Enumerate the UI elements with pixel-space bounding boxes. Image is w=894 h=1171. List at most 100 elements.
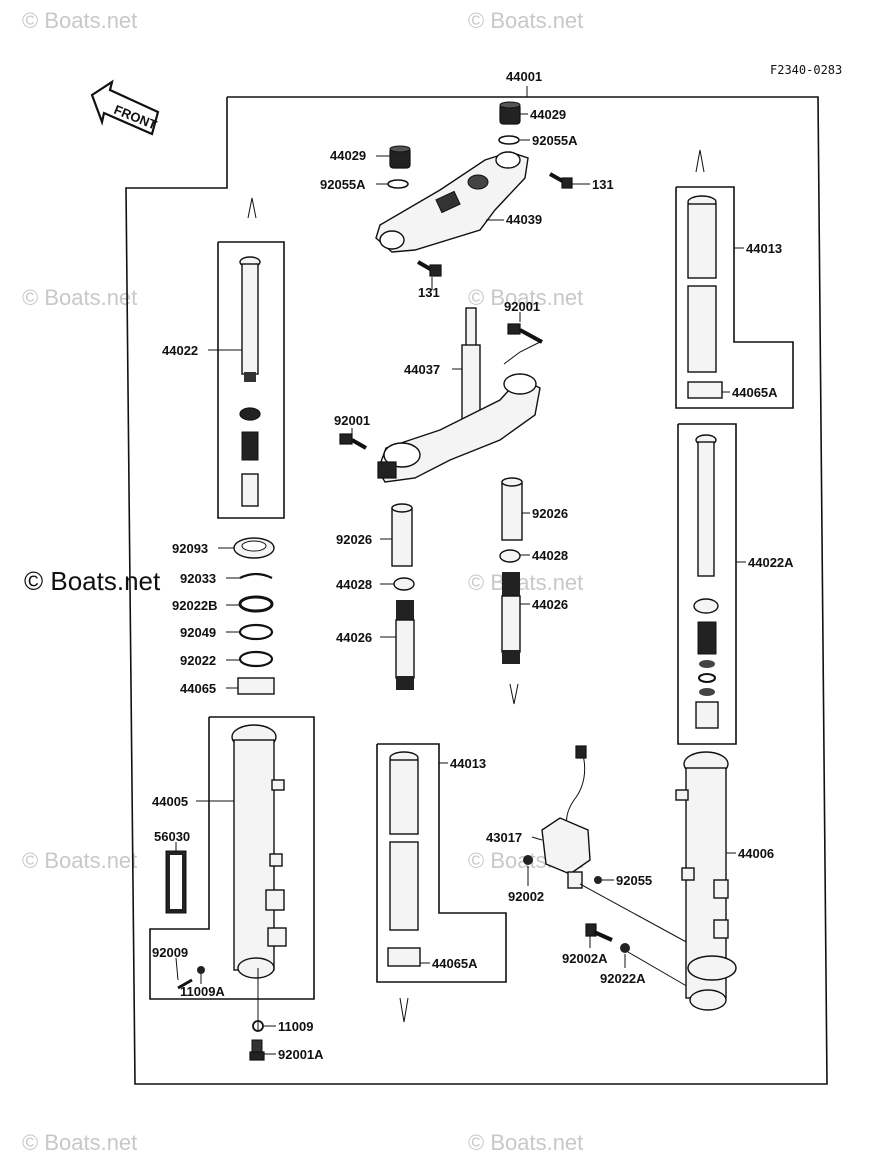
outer-tube-44005: [231, 724, 287, 979]
arrow-icon: [399, 997, 409, 1023]
label-92001-upper: 92001: [504, 299, 540, 314]
bolt-leader-92002a: [627, 951, 691, 989]
bolt-cap-44029-top: [499, 101, 521, 125]
label-92002a: 92002A: [562, 951, 608, 966]
bolt-92001-upper: [507, 323, 543, 344]
label-44006: 44006: [738, 846, 774, 861]
watermark-text: © Boats.net: [468, 285, 583, 310]
group-box-44005: [149, 716, 315, 1000]
front-arrow-icon: FRONT: [90, 79, 160, 136]
damper-unit-43017: [541, 745, 591, 889]
group-box-44022a: [677, 423, 737, 745]
label-44037: 44037: [404, 362, 440, 377]
arrow-icon: [509, 683, 519, 705]
o-ring-92055a-top: [498, 135, 520, 145]
label-56030: 56030: [154, 829, 190, 844]
watermark-text: © Boats.net: [468, 1130, 583, 1155]
label-44013-bottom: 44013: [450, 756, 486, 771]
steering-stem: [377, 307, 541, 483]
group-box-44022: [217, 241, 285, 519]
group-box-44013-top: [675, 186, 794, 409]
arrow-icon: [247, 197, 257, 219]
fork-cylinder-44022a: [693, 434, 719, 729]
washer-92055: [594, 876, 602, 884]
label-44022a: 44022A: [748, 555, 794, 570]
label-44026-left: 44026: [336, 630, 372, 645]
o-ring-92055a-left: [387, 179, 409, 189]
label-92093: 92093: [172, 541, 208, 556]
label-44065a-top: 44065A: [732, 385, 778, 400]
label-44022: 44022: [162, 343, 198, 358]
screw-92002: [523, 855, 533, 865]
label-43017: 43017: [486, 830, 522, 845]
label-44065a-bottom: 44065A: [432, 956, 478, 971]
watermark-text-dark: © Boats.net: [24, 566, 161, 596]
upper-bracket: [375, 151, 529, 253]
label-92055: 92055: [616, 873, 652, 888]
callout-leaders: [175, 113, 746, 1055]
damper-leader: [579, 883, 691, 945]
spring-44026-right: [501, 572, 521, 664]
inner-tube-44013-top: [687, 195, 717, 373]
spacer-92026-left: [391, 503, 413, 567]
label-44065: 44065: [180, 681, 216, 696]
label-44029-top: 44029: [530, 107, 566, 122]
washer-44028-left: [393, 577, 415, 591]
outer-tube-44006: [675, 751, 737, 1011]
label-92055a-top: 92055A: [532, 133, 578, 148]
washer-11009a: [197, 966, 205, 974]
bushing-44065a-top: [687, 381, 723, 399]
label-11009a: 11009A: [180, 984, 225, 999]
label-92022: 92022: [180, 653, 216, 668]
fork-cylinder-44022: [239, 256, 261, 507]
label-92049: 92049: [180, 625, 216, 640]
bolt-cap-44029-left: [389, 145, 411, 169]
diagram-code: F2340-0283: [770, 63, 842, 77]
label-92001a: 92001A: [278, 1047, 324, 1062]
label-44005: 44005: [152, 794, 188, 809]
callout-labels: 44029 92055A 44029 92055A 131 44039 131 …: [152, 107, 794, 1062]
label-92033: 92033: [180, 571, 216, 586]
label-92026-left: 92026: [336, 532, 372, 547]
inner-tube-44013-bottom: [389, 751, 419, 931]
label-11009: 11009: [278, 1019, 313, 1034]
label-131-right: 131: [592, 177, 614, 192]
bolt-131-lower: [417, 260, 442, 277]
label-92022a: 92022A: [600, 971, 646, 986]
watermark-text: © Boats.net: [22, 285, 137, 310]
watermark-text: © Boats.net: [22, 848, 137, 873]
label-44013-top: 44013: [746, 241, 782, 256]
arrow-icon: [695, 149, 705, 173]
label-131-lower: 131: [418, 285, 440, 300]
label-44028-right: 44028: [532, 548, 568, 563]
bolt-131-right: [549, 172, 573, 189]
label-92001-lower: 92001: [334, 413, 370, 428]
seal-stack-left: [233, 537, 275, 695]
watermark-text: © Boats.net: [22, 1130, 137, 1155]
bolt-92001a: [249, 1039, 265, 1061]
washer-92022a: [620, 943, 630, 953]
label-92022b: 92022B: [172, 598, 218, 613]
group-box-44013-bottom: [376, 743, 507, 983]
assembly-number: 44001: [506, 69, 542, 84]
watermark-text: © Boats.net: [468, 8, 583, 33]
spring-44026-left: [395, 600, 415, 690]
label-92026-right: 92026: [532, 506, 568, 521]
label-44039: 44039: [506, 212, 542, 227]
decal-56030: [165, 850, 187, 914]
assembly-boundary: [125, 96, 828, 1085]
spacer-92026-right: [501, 477, 523, 541]
label-44026-right: 44026: [532, 597, 568, 612]
label-92055a-left: 92055A: [320, 177, 366, 192]
watermarks: © Boats.net © Boats.net © Boats.net © Bo…: [22, 8, 583, 1155]
label-92009: 92009: [152, 945, 188, 960]
label-44029-left: 44029: [330, 148, 366, 163]
bushing-44065a-bottom: [387, 947, 421, 967]
label-92002: 92002: [508, 889, 544, 904]
watermark-text: © Boats.net: [22, 8, 137, 33]
label-44028-left: 44028: [336, 577, 372, 592]
bolt-92009: [177, 978, 193, 990]
bolt-92002a: [585, 923, 613, 942]
watermark-text: © Boats.net: [468, 570, 583, 595]
